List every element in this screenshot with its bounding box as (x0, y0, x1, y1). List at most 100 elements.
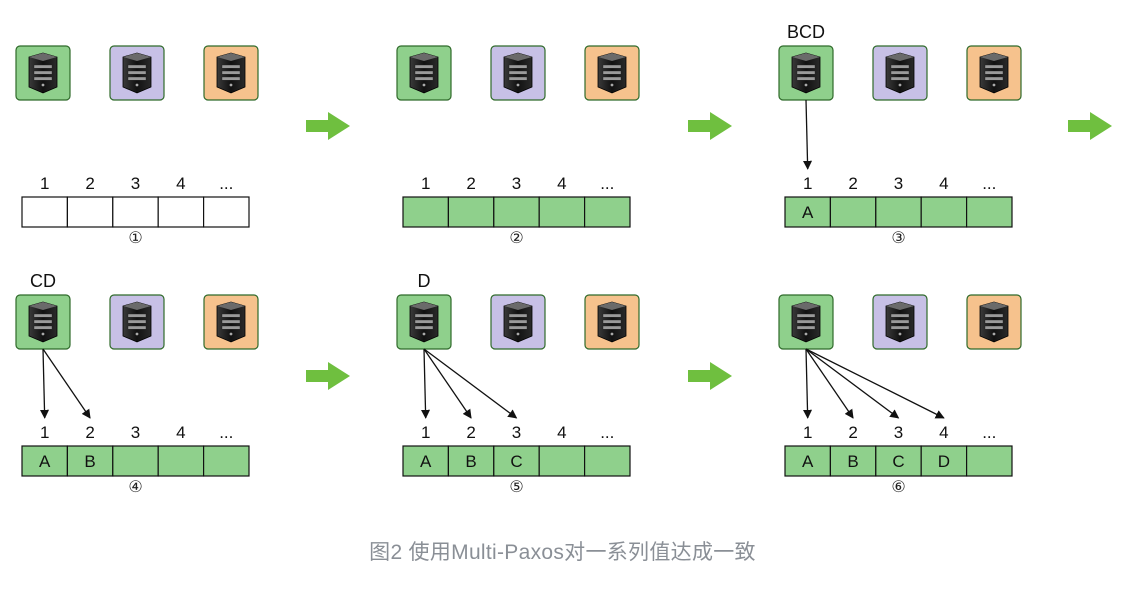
log-value: B (84, 452, 95, 471)
figure-caption: 图2 使用Multi-Paxos对一系列值达成一致 (369, 541, 756, 564)
log-slot-2 (66, 445, 114, 477)
slot-number: 3 (512, 174, 521, 193)
log-slot-1 (402, 445, 450, 477)
server-leader (778, 294, 834, 350)
server-icon (409, 52, 439, 94)
slot-number: ... (600, 423, 614, 442)
log-slot-5 (583, 445, 631, 477)
log-slot-1 (21, 445, 69, 477)
server-icon (979, 301, 1009, 343)
log-value: C (510, 452, 522, 471)
server-purple (109, 294, 165, 350)
server-purple (490, 294, 546, 350)
server-icon (216, 52, 246, 94)
slot-number: 4 (176, 174, 185, 193)
server-icon (885, 52, 915, 94)
server-orange (966, 294, 1022, 350)
log-value: B (847, 452, 858, 471)
right-arrow-icon (688, 112, 732, 140)
server-purple (109, 45, 165, 101)
server-leader (15, 294, 71, 350)
server-icon (503, 52, 533, 94)
slot-number: ... (219, 423, 233, 442)
log-slot-1 (402, 196, 450, 228)
log-array: A (784, 196, 1013, 228)
server-purple (872, 294, 928, 350)
slot-number: 2 (466, 174, 475, 193)
slot-number: 4 (557, 423, 566, 442)
slot-number: 2 (848, 174, 857, 193)
slot-number: 3 (894, 174, 903, 193)
log-value: C (892, 452, 904, 471)
slot-number: ... (982, 423, 996, 442)
server-icon (791, 52, 821, 94)
slot-number: 1 (40, 174, 49, 193)
server-leader (15, 45, 71, 101)
log-slot-1 (21, 196, 69, 228)
log-array: A B C D (784, 445, 1013, 477)
server-leader (396, 45, 452, 101)
server-icon (885, 301, 915, 343)
log-slot-5 (965, 196, 1013, 228)
slot-number: 3 (131, 174, 140, 193)
server-icon (28, 301, 58, 343)
replication-arrow (805, 348, 945, 419)
log-slot-3 (112, 196, 159, 228)
step-marker: ⑥ (891, 479, 905, 496)
step-marker: ③ (891, 230, 905, 247)
log-slot-5 (583, 196, 631, 228)
log-value: A (802, 452, 814, 471)
log-slot-4 (157, 445, 205, 477)
log-slot-2 (447, 196, 495, 228)
right-arrow-icon (306, 362, 350, 390)
replication-arrow (802, 99, 813, 170)
slot-number: 4 (939, 423, 948, 442)
log-slot-3 (875, 196, 922, 228)
server-icon (122, 301, 152, 343)
log-slot-2 (829, 445, 877, 477)
server-purple (490, 45, 546, 101)
replication-arrow (423, 348, 472, 419)
server-icon (979, 52, 1009, 94)
log-slot-5 (203, 445, 250, 477)
step-marker: ① (128, 230, 142, 247)
log-slot-2 (829, 196, 877, 228)
server-orange (584, 45, 640, 101)
slot-number: 4 (557, 174, 566, 193)
log-slot-2 (447, 445, 495, 477)
server-icon (409, 301, 439, 343)
log-slot-4 (157, 196, 205, 228)
slot-number: ... (600, 174, 614, 193)
log-slot-4 (538, 196, 586, 228)
log-value: D (938, 452, 950, 471)
log-slot-2 (66, 196, 114, 228)
log-slot-3 (112, 445, 159, 477)
log-value: A (39, 452, 51, 471)
server-leader (778, 45, 834, 101)
slot-number: 1 (421, 174, 430, 193)
log-slot-3 (493, 196, 540, 228)
replication-arrow (423, 348, 518, 419)
step-marker: ④ (128, 479, 142, 496)
slot-number: 2 (85, 174, 94, 193)
server-leader (396, 294, 452, 350)
log-value: A (420, 452, 432, 471)
slot-number: 4 (939, 174, 948, 193)
slot-number: 2 (848, 423, 857, 442)
pending-values-label: CD (30, 271, 56, 291)
slot-number: 2 (85, 423, 94, 442)
pending-values-label: BCD (787, 22, 825, 42)
slot-number: 1 (421, 423, 430, 442)
server-purple (872, 45, 928, 101)
right-arrow-icon (306, 112, 350, 140)
log-slot-5 (965, 445, 1013, 477)
slot-number: 3 (512, 423, 521, 442)
